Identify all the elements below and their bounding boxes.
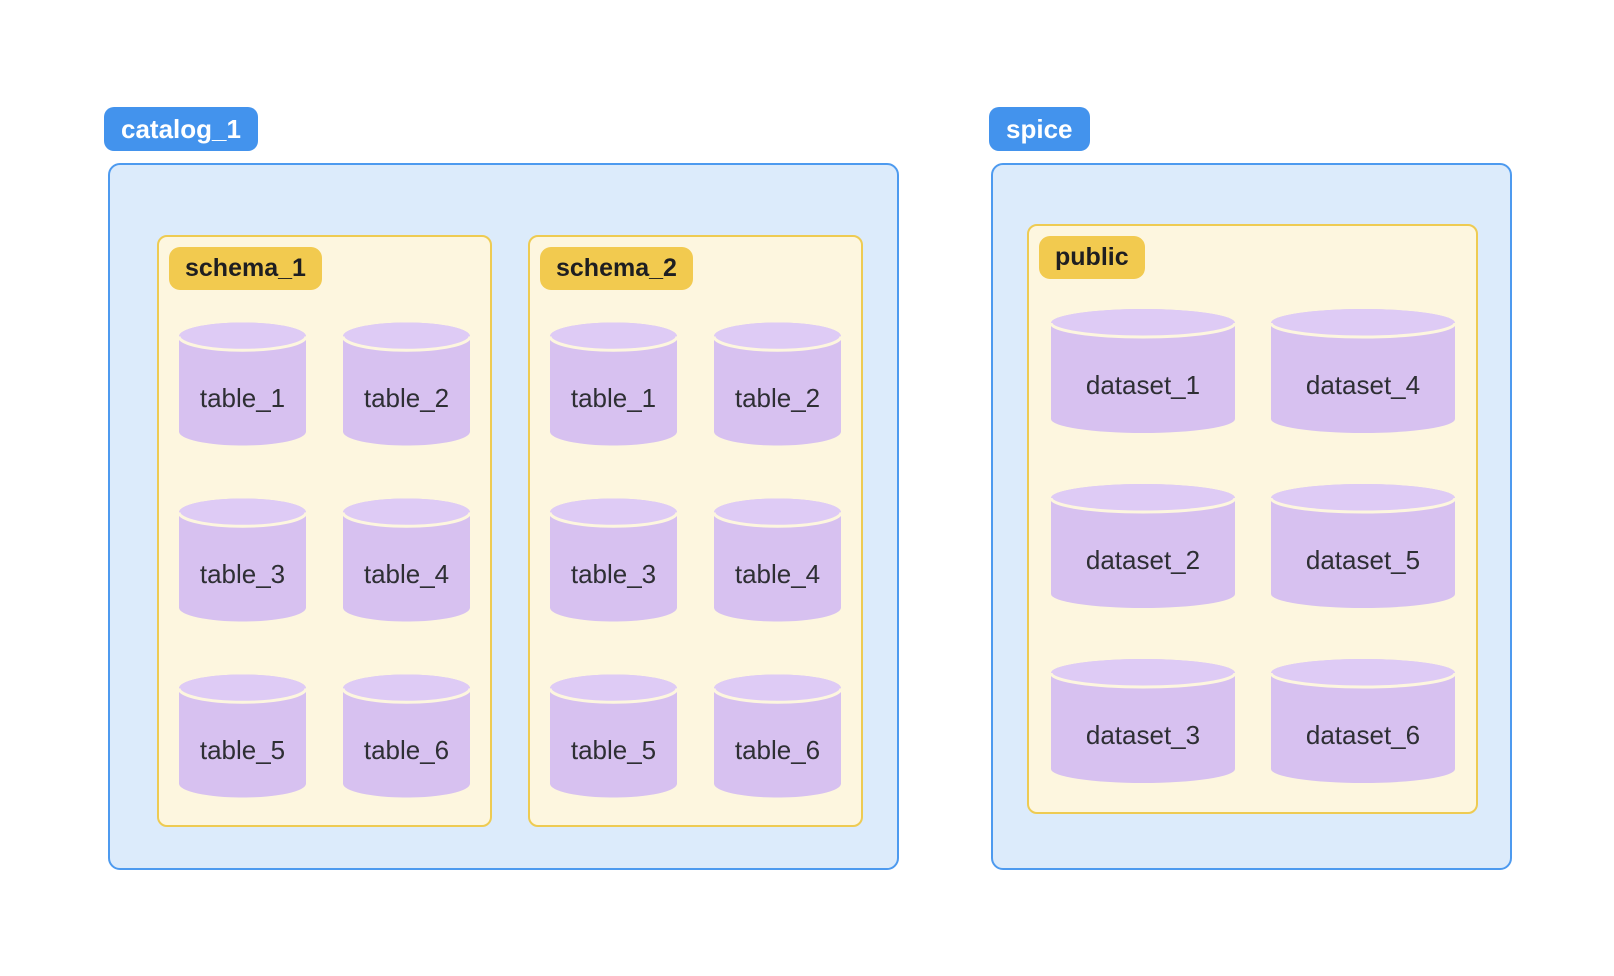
table-label: table_5 <box>570 734 657 765</box>
schema-1-tables-grid: table_1 table_2 table_3 table_4 table_5 <box>179 322 480 798</box>
dataset-cylinder: dataset_1 <box>1051 309 1235 433</box>
public-datasets-grid: dataset_1 dataset_2 dataset_3 dataset_4 … <box>1051 309 1466 783</box>
public-box: public dataset_1 dataset_2 dataset_3 dat… <box>1027 224 1478 814</box>
table-label: table_3 <box>199 558 286 589</box>
dataset-label: dataset_4 <box>1305 369 1421 400</box>
spice-container: public dataset_1 dataset_2 dataset_3 dat… <box>991 163 1512 870</box>
dataset-cylinder: dataset_2 <box>1051 484 1235 608</box>
dataset-cylinder: dataset_6 <box>1271 659 1455 783</box>
dataset-label: dataset_1 <box>1085 369 1201 400</box>
dataset-cylinder: dataset_4 <box>1271 309 1455 433</box>
table-cylinder: table_2 <box>714 322 841 446</box>
schema-1-box: schema_1 table_1 table_2 table_3 table_4 <box>157 235 492 827</box>
table-cylinder: table_3 <box>179 498 306 622</box>
table-label: table_1 <box>570 382 657 413</box>
table-cylinder: table_1 <box>550 322 677 446</box>
schema-2-tables-grid: table_1 table_2 table_3 table_4 table_5 <box>550 322 851 798</box>
table-cylinder: table_1 <box>179 322 306 446</box>
table-label: table_4 <box>363 558 450 589</box>
table-cylinder: table_6 <box>714 674 841 798</box>
table-label: table_1 <box>199 382 286 413</box>
table-label: table_4 <box>734 558 821 589</box>
table-label: table_6 <box>734 734 821 765</box>
table-cylinder: table_3 <box>550 498 677 622</box>
table-label: table_3 <box>570 558 657 589</box>
catalog-badge: catalog_1 <box>104 107 258 151</box>
table-cylinder: table_5 <box>550 674 677 798</box>
table-label: table_2 <box>734 382 821 413</box>
spice-badge: spice <box>989 107 1090 151</box>
table-cylinder: table_2 <box>343 322 470 446</box>
dataset-label: dataset_3 <box>1085 719 1201 750</box>
dataset-cylinder: dataset_5 <box>1271 484 1455 608</box>
dataset-label: dataset_6 <box>1305 719 1421 750</box>
public-badge: public <box>1039 236 1145 279</box>
table-cylinder: table_4 <box>343 498 470 622</box>
table-cylinder: table_4 <box>714 498 841 622</box>
table-cylinder: table_6 <box>343 674 470 798</box>
catalog-container: schema_1 table_1 table_2 table_3 table_4 <box>108 163 899 870</box>
table-label: table_2 <box>363 382 450 413</box>
table-cylinder: table_5 <box>179 674 306 798</box>
dataset-label: dataset_2 <box>1085 544 1201 575</box>
table-label: table_5 <box>199 734 286 765</box>
schema-2-box: schema_2 table_1 table_2 table_3 table_4 <box>528 235 863 827</box>
table-label: table_6 <box>363 734 450 765</box>
schema-2-badge: schema_2 <box>540 247 693 290</box>
schema-1-badge: schema_1 <box>169 247 322 290</box>
dataset-label: dataset_5 <box>1305 544 1421 575</box>
dataset-cylinder: dataset_3 <box>1051 659 1235 783</box>
